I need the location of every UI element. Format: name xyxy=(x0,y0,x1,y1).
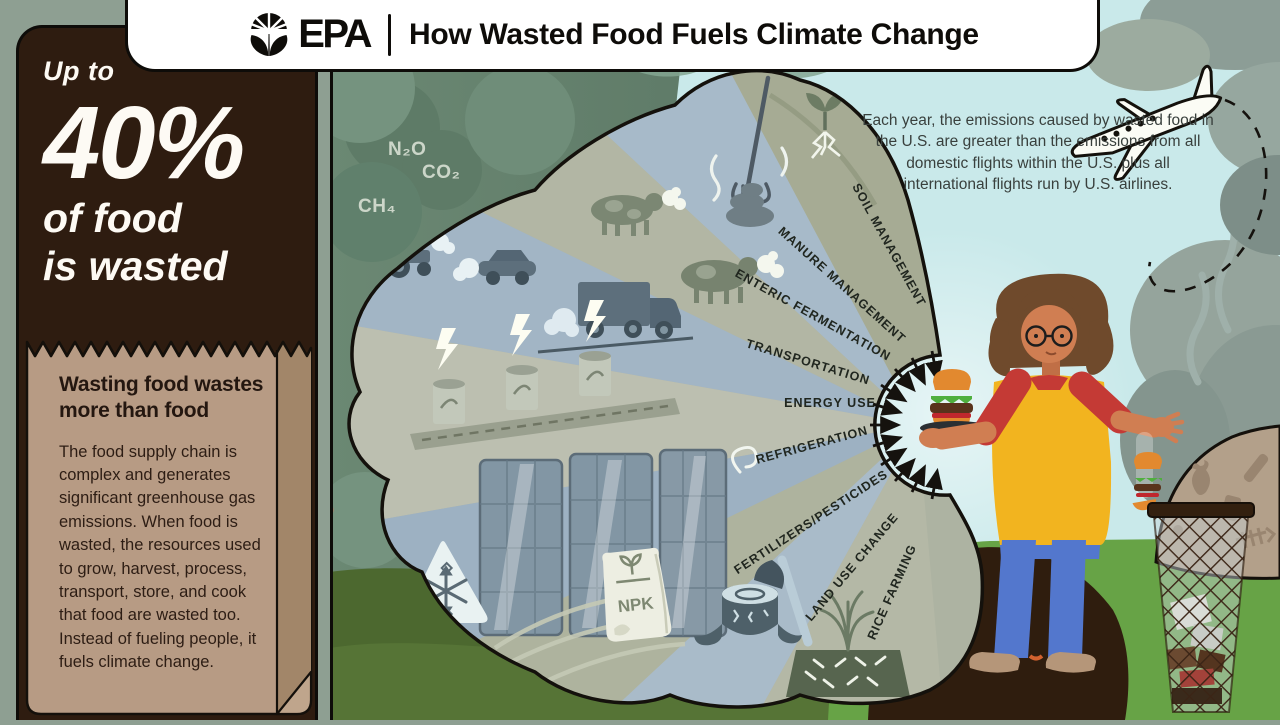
npk-bag-icon: NPK xyxy=(602,547,672,642)
trash-basket-icon xyxy=(1147,502,1255,713)
food-waste-stat: Up to 40% of food is wasted xyxy=(43,56,245,291)
stat-prefix: Up to xyxy=(43,56,115,86)
person-collar xyxy=(1030,375,1068,390)
wedge-energy-use xyxy=(349,321,918,529)
sidebar-panel: Up to 40% of food is wasted Wasting food… xyxy=(16,25,318,720)
cow-icon xyxy=(591,187,784,304)
gas-label-ch4: CH₄ xyxy=(358,196,396,217)
stat-line-2: is wasted xyxy=(43,243,228,290)
gas-label-co2: CO₂ xyxy=(422,162,460,183)
person-forearm-right xyxy=(931,421,997,450)
stat-line-1: of food xyxy=(43,195,182,241)
lightning-icon xyxy=(436,300,606,370)
bag-body: The food supply chain is complex and gen… xyxy=(59,442,261,672)
npk-label: NPK xyxy=(617,593,655,616)
person-forearm-left xyxy=(1110,410,1164,438)
seedling-icon xyxy=(768,92,878,207)
car-icon xyxy=(453,250,536,285)
sky-clouds xyxy=(1086,0,1280,255)
paper-bag-icon xyxy=(25,340,313,716)
wedge-rice-farming xyxy=(627,425,970,708)
energy-use-icons xyxy=(410,300,680,450)
airplane-trail xyxy=(1147,98,1268,293)
person-mouth xyxy=(1045,351,1057,356)
jeans-waist xyxy=(1000,545,1100,559)
person-hand-right xyxy=(919,428,947,448)
title-banner: EPA How Wasted Food Fuels Climate Change xyxy=(125,0,1100,72)
gas-label-n2o: N₂O xyxy=(388,139,426,160)
basket-rim xyxy=(1147,502,1255,518)
bag-heading: Wasting food wastes more than food xyxy=(59,373,264,423)
glasses-icon xyxy=(1025,325,1073,347)
stat-value: 40% xyxy=(43,85,245,200)
person-leg-right xyxy=(994,540,1036,658)
flight-emissions-note: Each year, the emissions caused by waste… xyxy=(862,112,1214,194)
person-shoe-right xyxy=(969,652,1020,673)
epa-brand: EPA xyxy=(246,12,372,58)
page-title: How Wasted Food Fuels Climate Change xyxy=(408,17,979,51)
epa-wordmark: EPA xyxy=(298,12,372,56)
pitchfork-manure-icon xyxy=(709,75,789,227)
header-divider xyxy=(387,13,391,56)
scene-svg: N₂O CO₂ CH₄ xyxy=(305,0,1280,720)
bag-text-block: Wasting food wastes more than food The f… xyxy=(59,372,277,675)
person-leg-left xyxy=(1048,540,1086,658)
airplane-icon xyxy=(1070,64,1223,181)
emission-arrows xyxy=(870,350,943,500)
main-illustration: N₂O CO₂ CH₄ xyxy=(305,0,1280,720)
person-shoe-left xyxy=(1045,652,1096,673)
scene-left-border xyxy=(330,0,333,720)
wedge-manure-management xyxy=(479,70,918,425)
person-bangs xyxy=(1017,288,1081,322)
person-face xyxy=(1021,305,1077,363)
can-icon xyxy=(433,351,611,424)
person-shirt xyxy=(992,375,1112,545)
rice-plant-icon xyxy=(786,590,910,697)
person-hand-left xyxy=(1150,411,1185,444)
stump-axe-icon xyxy=(694,555,813,647)
wind-curl-icon xyxy=(731,446,758,474)
epa-flower-icon xyxy=(248,12,291,56)
label-energy-use: ENERGY USE xyxy=(784,396,876,410)
plume-outline xyxy=(347,68,985,709)
wedge-land-use xyxy=(479,425,918,708)
person xyxy=(919,273,1185,673)
